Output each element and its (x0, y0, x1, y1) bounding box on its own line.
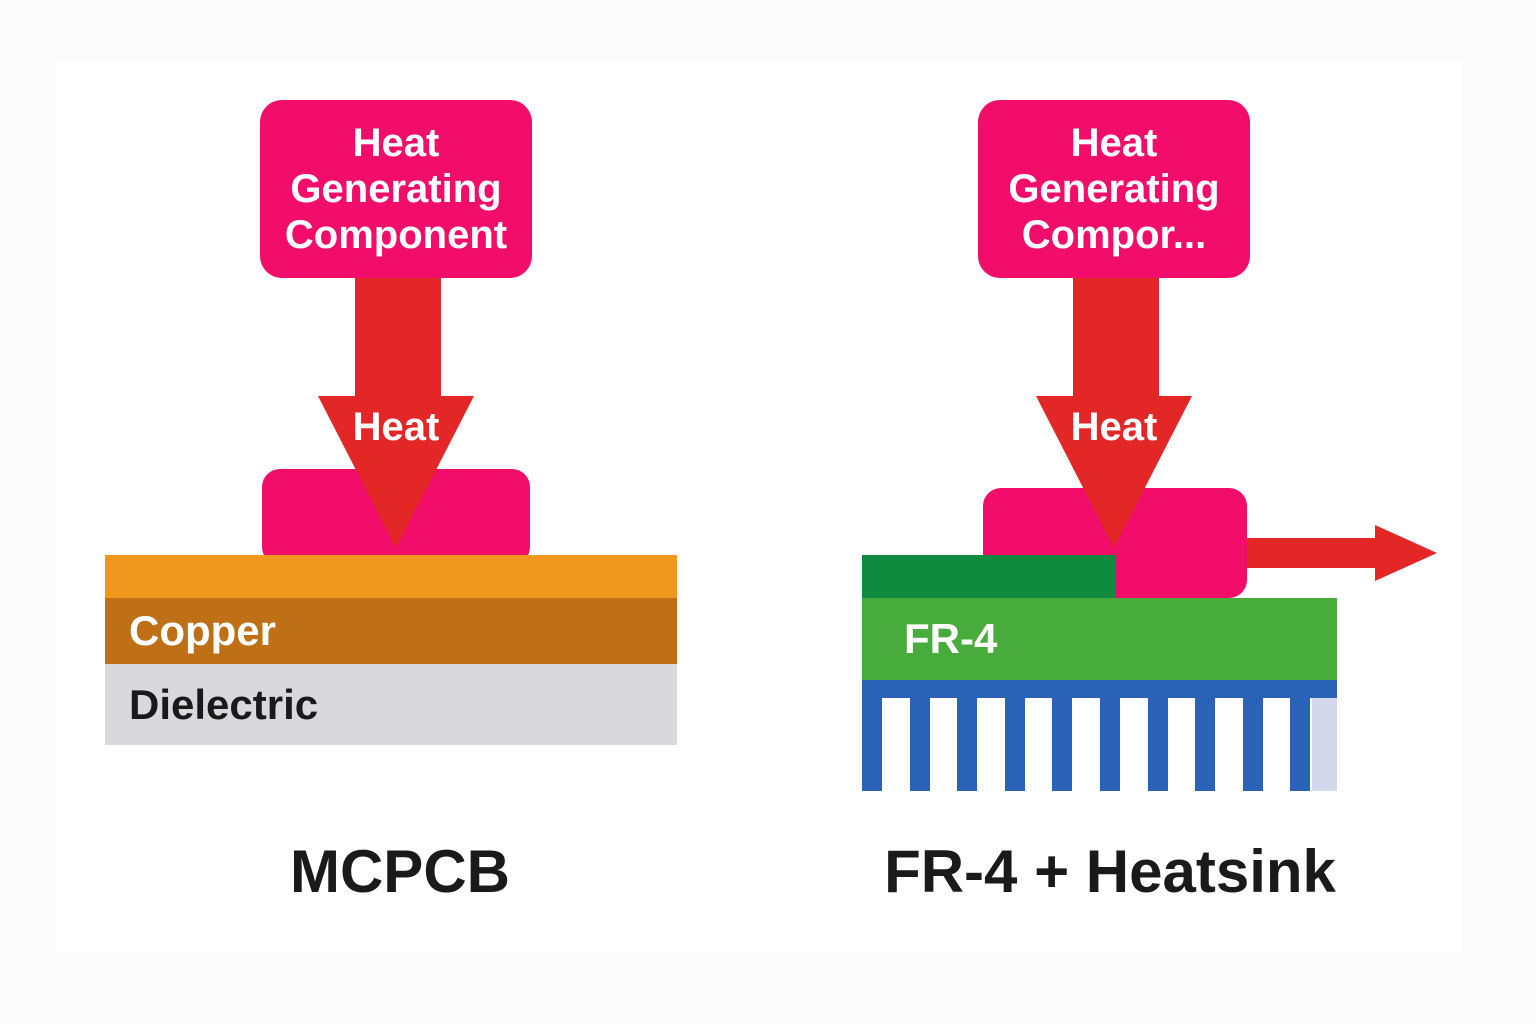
heatsink-fins (862, 698, 1337, 791)
heatsink-base (862, 680, 1337, 698)
mcpcb-copper-layer: Copper (105, 598, 677, 664)
heatsink-fin (1147, 698, 1168, 791)
heatsink-fin (909, 698, 930, 791)
caption-fr4-heatsink: FR-4 + Heatsink (884, 838, 1336, 905)
heatsink-fin (1052, 698, 1073, 791)
dielectric-layer-label: Dielectric (129, 680, 319, 728)
heatsink-end-block (1312, 698, 1337, 791)
heatsink-fin (1195, 698, 1216, 791)
heat-flow-side-arrow (1247, 525, 1437, 581)
heat-generating-component-box-right: Heat Generating Compor... (978, 100, 1250, 278)
heat-arrow-label-left: Heat (352, 405, 440, 449)
fr4-top-copper-strip (862, 555, 1115, 598)
heat-generating-component-box-left: Heat Generating Component (260, 100, 532, 278)
box-line: Generating (1008, 167, 1220, 211)
heatsink-fin (1004, 698, 1025, 791)
box-line: Component (284, 213, 508, 257)
caption-mcpcb: MCPCB (290, 838, 510, 905)
copper-layer-label: Copper (129, 607, 276, 654)
mcpcb-top-layer (105, 555, 677, 598)
heat-flow-down-arrow-left (318, 276, 474, 548)
box-line: Generating (290, 167, 502, 211)
box-line: Compor... (1021, 213, 1207, 257)
fr4-layer-label: FR-4 (904, 615, 998, 662)
heatsink-fin (1100, 698, 1120, 791)
heat-arrow-label-right: Heat (1070, 405, 1158, 449)
heatsink-fin (862, 698, 882, 791)
heat-flow-down-arrow-right (1036, 276, 1192, 548)
heatsink-fin (1242, 698, 1263, 791)
mcpcb-dielectric-layer: Dielectric (105, 664, 677, 745)
heatsink-fin (1290, 698, 1311, 791)
box-line: Heat (1070, 121, 1158, 165)
heatsink-fin (957, 698, 978, 791)
box-line: Heat (352, 121, 440, 165)
fr4-board-layer: FR-4 (862, 598, 1337, 680)
